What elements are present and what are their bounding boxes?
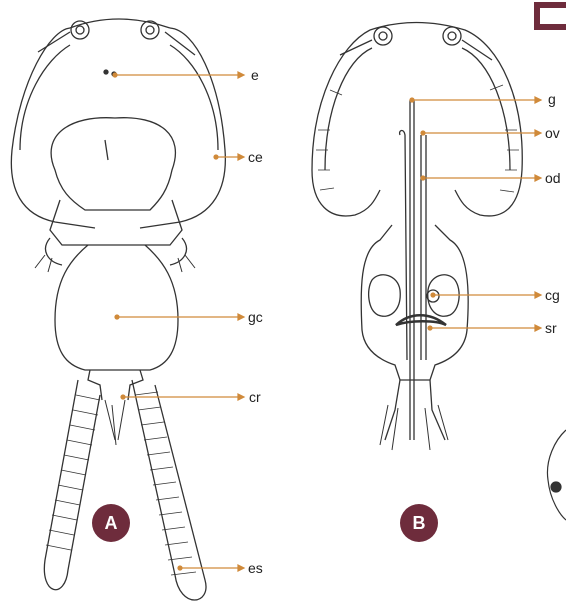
corner-mark — [537, 5, 566, 27]
eye-right — [141, 21, 159, 39]
abdomen-a — [55, 245, 178, 370]
label-od: od — [545, 171, 561, 185]
panel-b-badge: B — [400, 504, 438, 542]
oviduct — [421, 135, 426, 360]
head-capsule-b — [312, 23, 522, 216]
esophagus-left — [44, 380, 100, 590]
head-capsule-a — [11, 28, 225, 228]
eye-left — [71, 21, 89, 39]
label-g: g — [548, 92, 556, 106]
label-cg: cg — [545, 288, 560, 302]
panel-a-badge: A — [92, 504, 130, 542]
gland-duct — [410, 100, 414, 440]
esophagus-right — [132, 380, 206, 600]
diagram-b — [312, 23, 522, 451]
label-cr: cr — [249, 390, 261, 404]
label-sr: sr — [545, 321, 557, 335]
eye-right-b — [443, 27, 461, 45]
label-e: e — [251, 68, 259, 82]
eye-left-b — [374, 27, 392, 45]
label-ov: ov — [545, 126, 560, 140]
label-ce: ce — [248, 150, 263, 164]
brain-a — [51, 118, 175, 210]
label-es: es — [248, 561, 263, 575]
partial-figure-c — [547, 430, 566, 520]
label-gc: gc — [248, 310, 263, 324]
ovipositor-duct — [400, 130, 407, 360]
